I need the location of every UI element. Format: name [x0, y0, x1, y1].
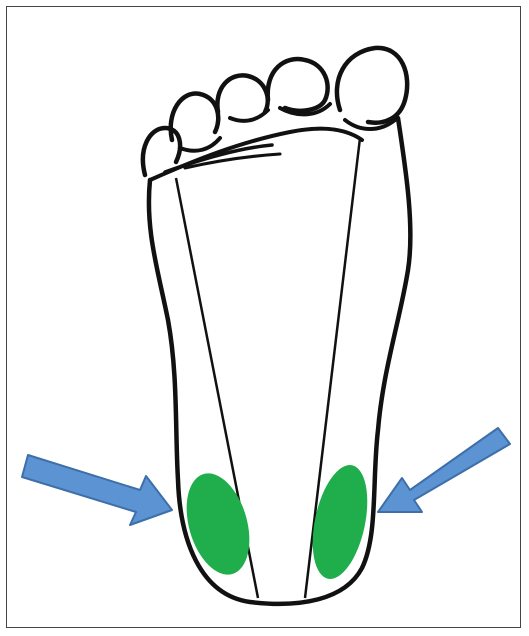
toe-big: [337, 48, 407, 123]
toe-crease-2: [230, 110, 268, 121]
highlight-region-left: [176, 466, 260, 582]
arrow-right: [378, 428, 510, 512]
ball-crease-1: [150, 129, 362, 180]
toe-second: [268, 59, 328, 111]
foot-outline: [149, 118, 410, 604]
toe-crease-1: [180, 138, 220, 151]
arrow-left: [22, 455, 172, 525]
toe-third: [217, 75, 267, 112]
